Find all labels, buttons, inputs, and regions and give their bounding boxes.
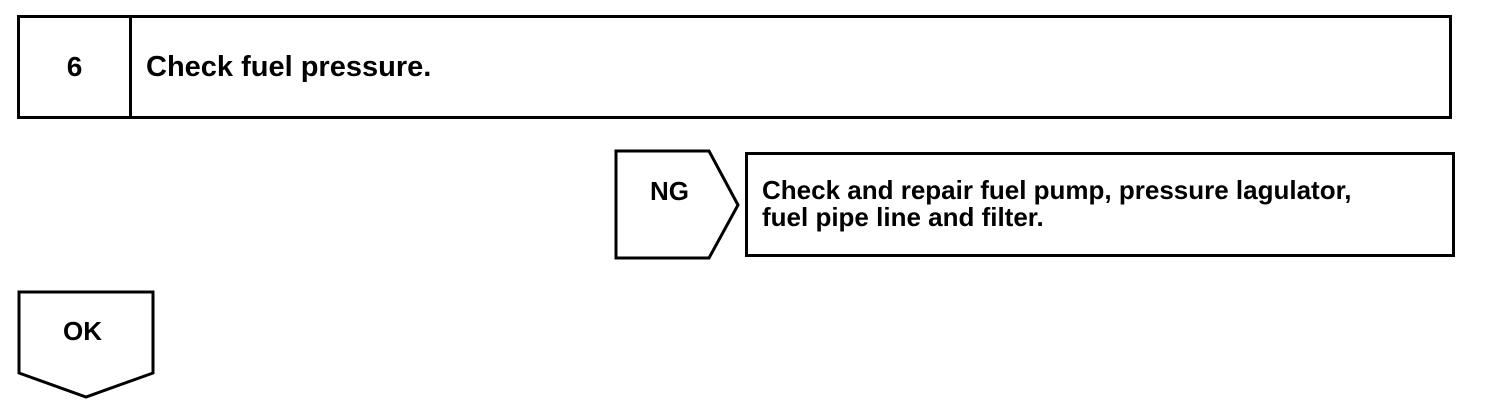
- ok-label: OK: [63, 316, 102, 346]
- ng-label: NG: [650, 176, 689, 206]
- ng-action-line: fuel pipe line and filter.: [762, 202, 1044, 232]
- step-box: 6 Check fuel pressure.: [17, 15, 1452, 119]
- step-title: Check fuel pressure.: [146, 50, 432, 83]
- step-number: 6: [20, 18, 132, 116]
- ok-arrow-shape: [17, 290, 155, 399]
- ng-action-line: Check and repair fuel pump, pressure lag…: [762, 175, 1352, 205]
- ng-arrow-shape: [614, 149, 740, 260]
- ng-action-box: Check and repair fuel pump, pressure lag…: [745, 152, 1455, 257]
